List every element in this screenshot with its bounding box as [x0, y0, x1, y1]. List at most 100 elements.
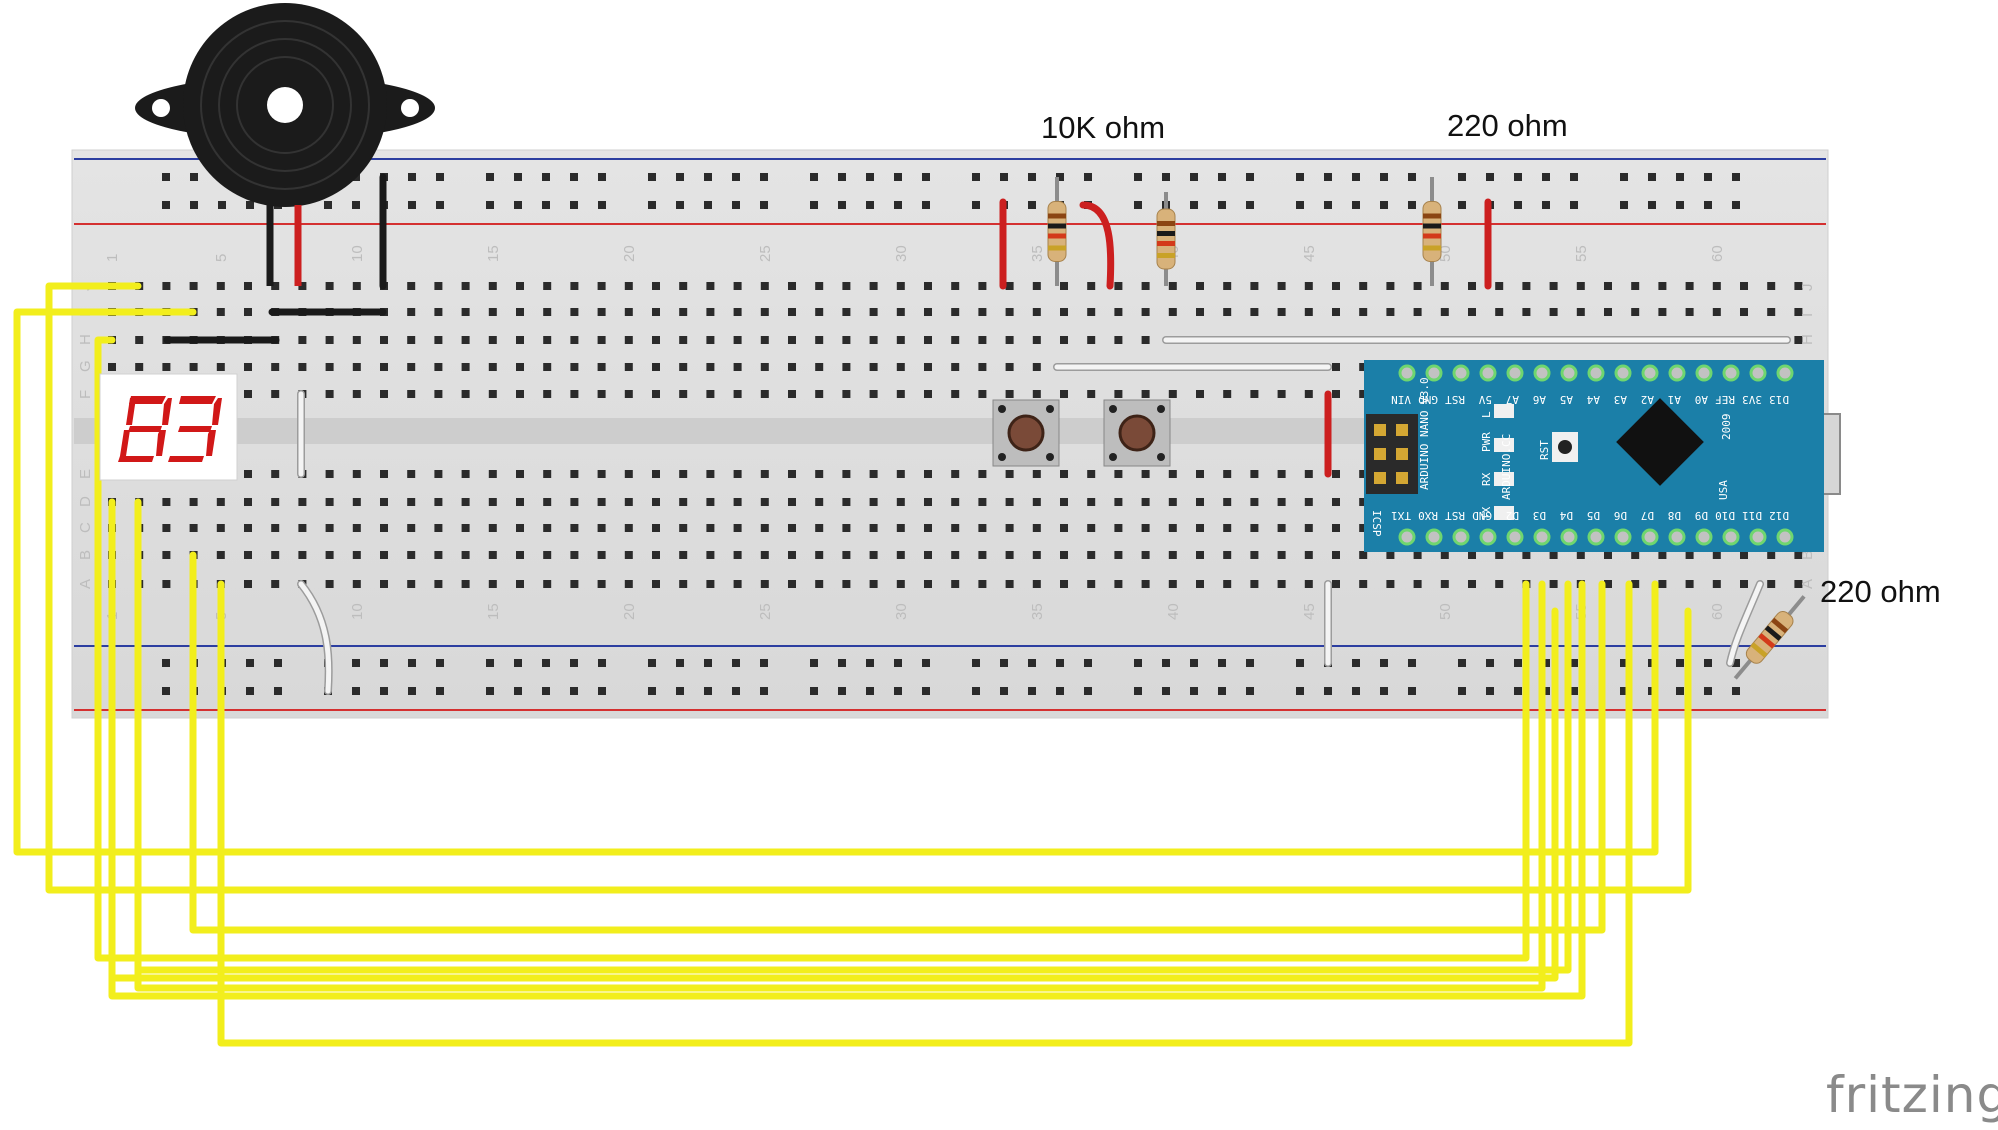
rail-hole: [732, 659, 740, 667]
breadboard-hole: [1712, 308, 1721, 316]
breadboard-hole: [1549, 551, 1558, 559]
breadboard-hole: [1114, 282, 1123, 290]
rail-hole: [922, 687, 930, 695]
breadboard-hole: [1168, 524, 1177, 532]
breadboard-hole: [1250, 390, 1259, 398]
nano-reset-label: RST: [1538, 440, 1551, 460]
nano-pin-bottom: [1506, 528, 1524, 546]
rail-hole: [760, 687, 768, 695]
rail-hole: [866, 687, 874, 695]
breadboard-hole: [869, 498, 878, 506]
rail-hole: [486, 659, 494, 667]
breadboard-hole: [624, 390, 633, 398]
rail-hole: [1408, 173, 1416, 181]
display-body: [99, 373, 238, 481]
breadboard-hole: [1658, 282, 1667, 290]
rail-hole: [570, 201, 578, 209]
rail-hole: [1704, 201, 1712, 209]
breadboard-hole: [543, 524, 552, 532]
breadboard-hole: [842, 470, 851, 478]
breadboard-hole: [733, 524, 742, 532]
display-segments-2: [168, 396, 222, 462]
breadboard-hole: [1277, 580, 1286, 588]
breadboard-hole: [869, 470, 878, 478]
breadboard-hole: [516, 580, 524, 588]
nano-pin-label-bottom: RST: [1445, 509, 1465, 522]
rail-hole: [1246, 659, 1254, 667]
breadboard-hole: [1168, 282, 1177, 290]
breadboard-hole: [597, 363, 606, 371]
rail-hole: [1570, 659, 1578, 667]
breadboard-hole: [1794, 282, 1803, 290]
rail-hole: [838, 173, 846, 181]
breadboard-hole: [1495, 308, 1504, 316]
breadboard-hole: [1440, 282, 1449, 290]
breadboard-hole: [815, 390, 824, 398]
nano-pin-top: [1533, 364, 1551, 382]
rail-hole: [1648, 173, 1656, 181]
breadboard-hole: [461, 498, 470, 506]
rail-hole: [1296, 687, 1304, 695]
breadboard-hole: [352, 498, 361, 506]
rail-hole: [380, 659, 388, 667]
breadboard-hole: [1604, 580, 1612, 588]
breadboard-hole: [461, 470, 470, 478]
nano-pin-top: [1641, 364, 1659, 382]
rail-hole: [1134, 173, 1142, 181]
resistor-band: [1423, 223, 1441, 229]
buzzer-mount-hole-left: [152, 99, 170, 117]
icsp-pin: [1396, 424, 1408, 436]
breadboard-hole: [434, 308, 443, 316]
breadboard-hole: [1087, 524, 1096, 532]
breadboard-hole: [788, 282, 796, 290]
rail-hole: [922, 659, 930, 667]
breadboard-hole: [461, 524, 470, 532]
breadboard-hole: [733, 336, 742, 344]
breadboard-hole: [488, 580, 497, 588]
breadboard-hole: [896, 390, 905, 398]
breadboard-hole: [1196, 390, 1204, 398]
breadboard-hole: [1087, 580, 1096, 588]
rail-hole: [704, 173, 712, 181]
breadboard-hole: [1196, 470, 1204, 478]
rail-hole: [1380, 173, 1388, 181]
rail-hole: [810, 659, 818, 667]
rail-hole: [218, 201, 226, 209]
column-number: 25: [757, 603, 774, 620]
button-corner: [1046, 405, 1054, 413]
breadboard-hole: [978, 336, 987, 344]
yellow-wire-bundle: [13, 282, 1692, 1047]
breadboard-hole: [380, 524, 388, 532]
breadboard-hole: [1060, 308, 1068, 316]
breadboard-hole: [1304, 470, 1313, 478]
breadboard-hole: [1005, 282, 1014, 290]
breadboard-hole: [679, 308, 688, 316]
segment-c: [156, 430, 166, 456]
breadboard-hole: [815, 363, 824, 371]
nano-pin-label-bottom: D11: [1742, 509, 1762, 522]
breadboard-hole: [652, 498, 660, 506]
breadboard-hole: [760, 524, 769, 532]
rail-hole: [866, 173, 874, 181]
breadboard-hole: [516, 363, 524, 371]
breadboard-hole: [1005, 551, 1014, 559]
breadboard-hole: [679, 470, 688, 478]
breadboard-hole: [815, 498, 824, 506]
rail-hole: [1570, 687, 1578, 695]
breadboard-hole: [216, 524, 225, 532]
rail-hole: [676, 659, 684, 667]
rail-hole: [1296, 201, 1304, 209]
breadboard-hole: [815, 524, 824, 532]
nano-pin-bottom: [1641, 528, 1659, 546]
nano-pin-top: [1749, 364, 1767, 382]
icsp-header: [1366, 414, 1418, 494]
breadboard-hole: [1359, 363, 1368, 371]
breadboard-hole: [815, 470, 824, 478]
nano-led-label: PWR: [1480, 432, 1493, 452]
rail-hole: [732, 687, 740, 695]
rail-hole: [1676, 687, 1684, 695]
rail-hole: [1352, 659, 1360, 667]
breadboard-hole: [488, 336, 497, 344]
breadboard-hole: [1332, 308, 1340, 316]
